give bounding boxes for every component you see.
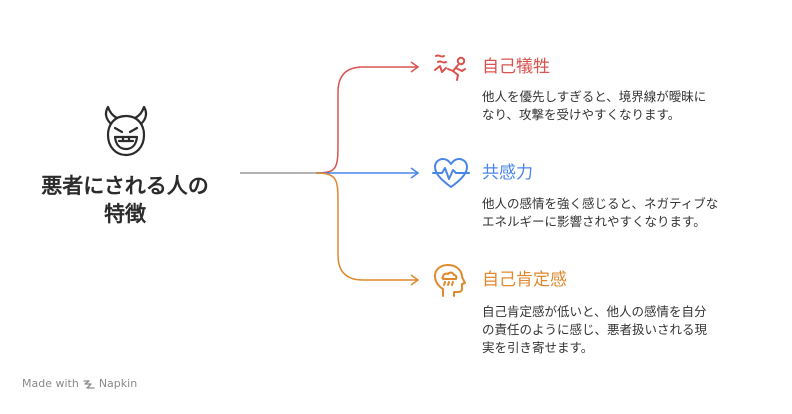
desc-line: エネルギーに影響されやすくなります。 [482, 214, 706, 229]
heart-pulse-icon [432, 158, 470, 188]
item-desc-self-esteem: 自己肯定感が低いと、他人の感情を自分 の責任のように感じ、悪者扱いされる現 実を… [482, 303, 772, 357]
desc-line: 実を引き寄せます。 [482, 340, 594, 355]
footer-attribution: Made with Napkin [22, 377, 137, 390]
desc-line: の責任のように感じ、悪者扱いされる現 [482, 322, 708, 337]
desc-line: 自己肯定感が低いと、他人の感情を自分 [482, 304, 707, 319]
center-title-line1: 悪者にされる人の [41, 174, 209, 198]
item-desc-empathy: 他人の感情を強く感じると、ネガティブな エネルギーに影響されやすくなります。 [482, 195, 772, 231]
head-cloud-icon [434, 264, 466, 297]
desc-line: 他人の感情を強く感じると、ネガティブな [482, 196, 719, 211]
item-title-self-esteem: 自己肯定感 [482, 270, 567, 290]
self-sacrifice-icon [434, 54, 466, 81]
devil-face-icon [104, 105, 148, 157]
napkin-logo-icon [83, 379, 95, 389]
item-title-self-sacrifice: 自己犠牲 [482, 57, 550, 77]
item-desc-self-sacrifice: 他人を優先しすぎると、境界線が曖昧に なり、攻撃を受けやすくなります。 [482, 88, 772, 124]
arrowhead-middle [410, 167, 420, 179]
footer-brand: Napkin [98, 377, 138, 390]
branch-line-bottom [315, 172, 418, 281]
item-title-empathy: 共感力 [482, 163, 533, 183]
arrowhead-bottom [410, 274, 420, 286]
branch-line-top [315, 66, 418, 174]
footer-made-with: Made with [22, 377, 79, 390]
desc-line: なり、攻撃を受けやすくなります。 [482, 107, 681, 122]
center-title-line2: 特徴 [104, 202, 146, 226]
arrowhead-top [410, 61, 420, 73]
center-title: 悪者にされる人の 特徴 [20, 172, 230, 228]
desc-line: 他人を優先しすぎると、境界線が曖昧に [482, 89, 707, 104]
